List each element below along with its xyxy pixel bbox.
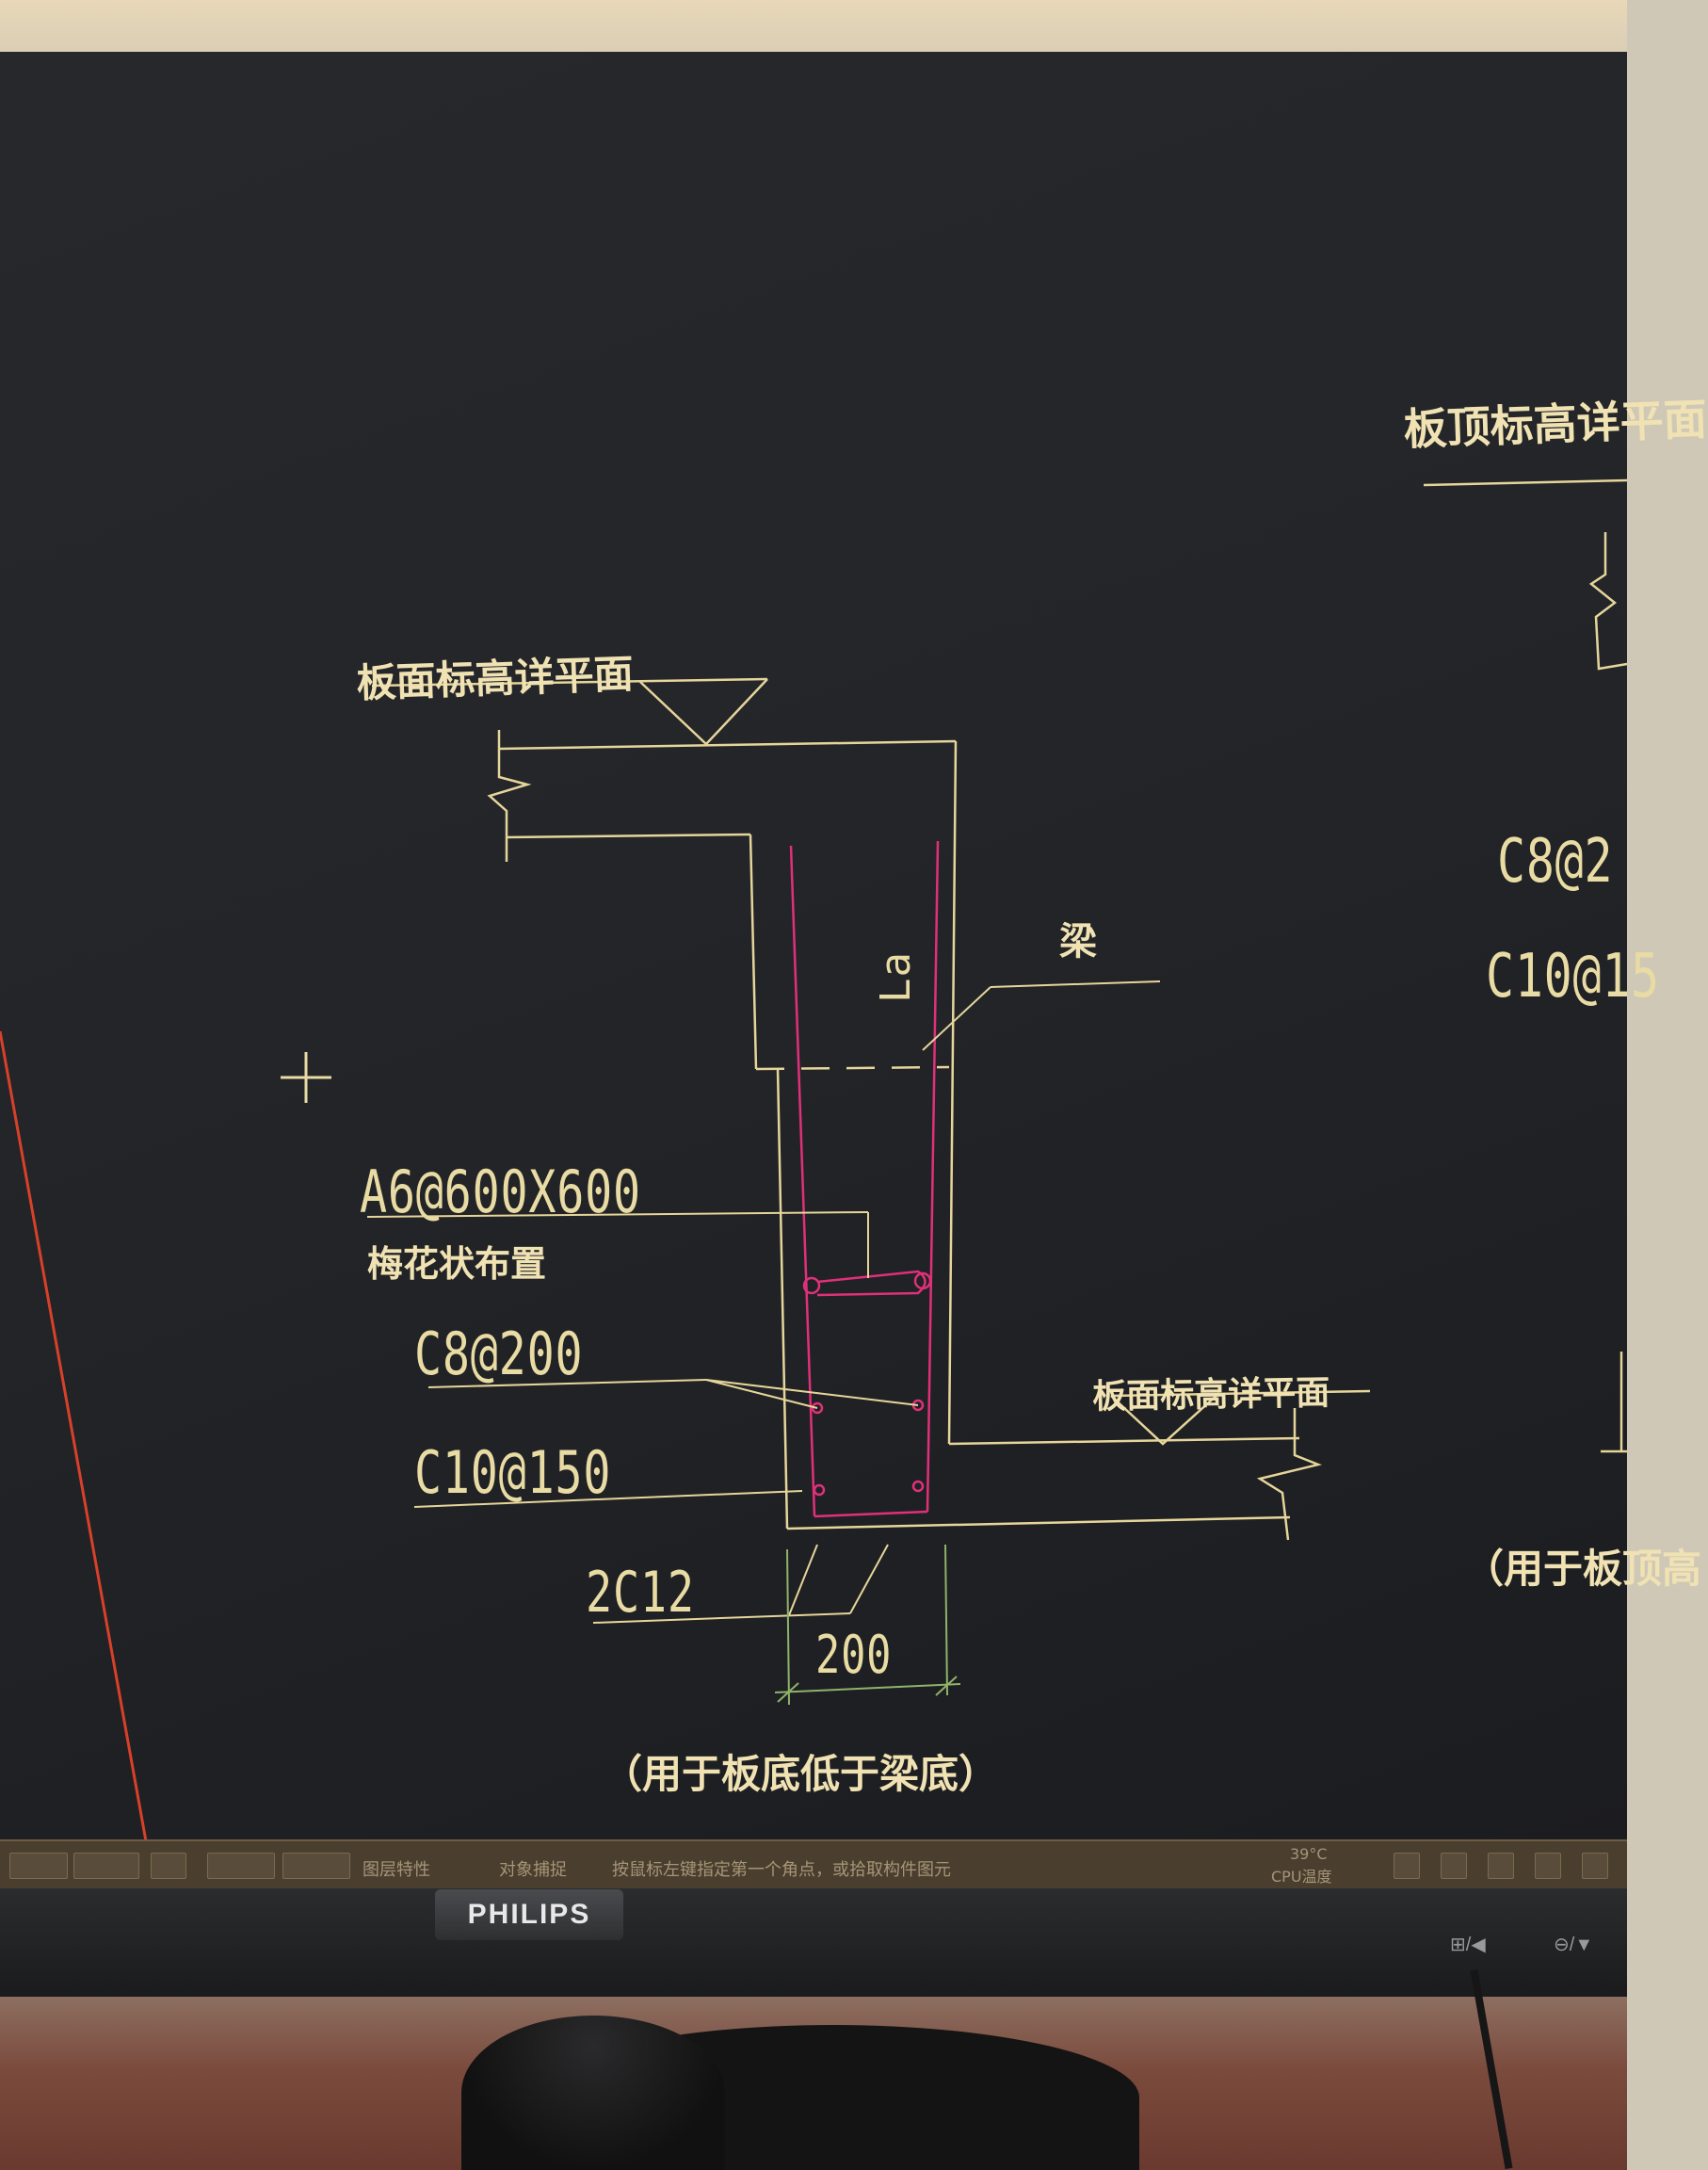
lower-slab-elevation-label: 板面标高详平面 (1091, 1372, 1330, 1417)
right-detail-caption: （用于板顶高 (1464, 1546, 1702, 1592)
layer-properties-item[interactable]: 图层特性 (363, 1860, 430, 1880)
monitor-menu-button[interactable]: ⊖/▼ (1554, 1935, 1594, 1955)
crosshair-cursor (281, 1052, 331, 1103)
left-detail-caption: （用于板底低于梁底） (603, 1751, 999, 1797)
tray-icon-2[interactable] (1441, 1853, 1467, 1879)
width-dimension-text: 200 (815, 1625, 893, 1686)
bottom-bar-label: 2C12 (586, 1560, 695, 1626)
command-prompt: 按鼠标左键指定第一个角点，或拾取构件图元 (612, 1860, 951, 1880)
status-bar: 图层特性 对象捕捉 按鼠标左键指定第一个角点，或拾取构件图元 39°C CPU温… (0, 1839, 1627, 1888)
anchor-length-label: La (872, 951, 920, 1003)
tray-icon-3[interactable] (1488, 1853, 1514, 1879)
right-stirrup-label: C8@2 (1497, 827, 1614, 897)
lineweight-button[interactable] (282, 1853, 350, 1879)
monitor-stand (461, 2016, 725, 2170)
stirrup-label: C8@200 (414, 1320, 584, 1388)
tie-layout-note: 梅花状布置 (367, 1242, 547, 1285)
width-dimension (774, 1544, 961, 1706)
viewport-border-line (0, 1030, 148, 1842)
rebar-cage (789, 840, 940, 1518)
tray-icon-5[interactable] (1582, 1853, 1608, 1879)
polar-toggle-button[interactable] (207, 1853, 275, 1879)
rectangle-tool-button[interactable] (73, 1853, 139, 1879)
monitor: 板面标高详平面 梁 La A6@600X600 梅花状布置 C8@200 C10… (0, 52, 1708, 1997)
ortho-toggle-button[interactable] (9, 1853, 68, 1879)
right-bar-label: C10@15 (1486, 942, 1661, 1012)
monitor-input-button[interactable]: ⊞/◀ (1450, 1935, 1486, 1955)
monitor-brand-logo: PHILIPS (435, 1889, 623, 1940)
object-snap-item[interactable]: 对象捕捉 (499, 1860, 567, 1880)
cad-canvas[interactable]: 板面标高详平面 梁 La A6@600X600 梅花状布置 C8@200 C10… (0, 52, 1708, 1888)
slab-top-elevation-label: 板面标高详平面 (355, 650, 635, 706)
tray-icon-1[interactable] (1394, 1853, 1420, 1879)
left-detail-outline (371, 677, 1371, 1541)
tray-icon-4[interactable] (1535, 1853, 1561, 1879)
cpu-temperature-label: CPU温度 (1271, 1868, 1332, 1886)
snap-toggle-button[interactable] (151, 1853, 186, 1879)
structural-detail-drawing[interactable] (0, 52, 1628, 1888)
monitor-bezel (0, 1888, 1627, 1997)
right-detail-outline (1423, 478, 1628, 1453)
leader-lines (366, 980, 1161, 1624)
beam-label: 梁 (1059, 919, 1097, 964)
tie-bar-label: A6@600X600 (360, 1158, 641, 1226)
cpu-temperature: 39°C (1290, 1845, 1328, 1863)
right-slab-top-elevation-label: 板顶标高详平面 (1402, 393, 1708, 455)
distribution-bar-label: C10@150 (414, 1438, 612, 1507)
